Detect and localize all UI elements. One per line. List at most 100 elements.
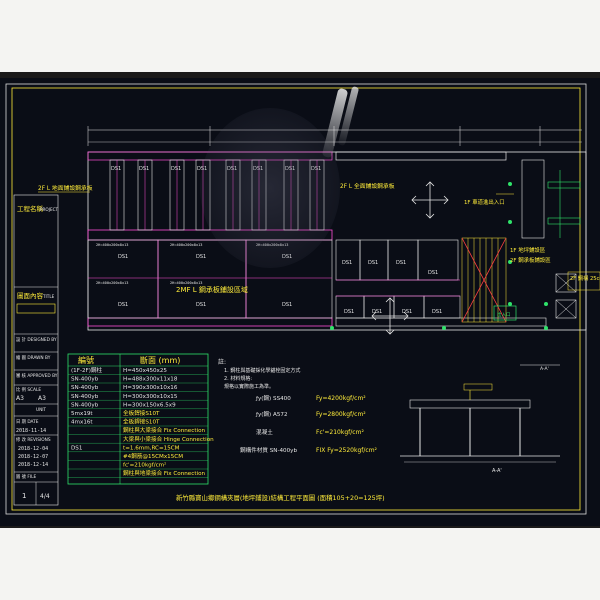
drawing-label-en: TITLE: [42, 294, 55, 299]
legend-row-section: 鋼柱與大梁接合 Fix Connection: [123, 426, 205, 434]
legend-row-section: t=1.6mm,RC=15CM: [123, 445, 180, 451]
svg-text:DS1: DS1: [118, 254, 128, 260]
project-label: 工程名稱: [17, 204, 44, 213]
mid-note: 2MF L 鋼承板鋪設區域: [176, 285, 248, 294]
svg-text:DS1: DS1: [197, 166, 207, 172]
svg-text:DS1: DS1: [111, 166, 121, 172]
legend-row-code: SN-400yb: [71, 377, 99, 383]
svg-text:DS1: DS1: [342, 260, 352, 266]
svg-text:DS1: DS1: [368, 260, 378, 266]
svg-text:DS1: DS1: [171, 166, 181, 172]
revision-3: 2018-12-14: [18, 462, 48, 468]
legend-row-code: SN-400yb: [71, 385, 99, 391]
material-4-value: FIX Fy=2520kgf/cm²: [316, 447, 378, 454]
staircase: [461, 237, 507, 323]
general-notes: 註: 1. 鋼柱與基礎採化學錨栓固定方式 2. 材料規格: 規格以實際施工為準。…: [218, 358, 378, 454]
drawing-label: 圖面內容: [17, 291, 44, 300]
sheet-value: 1: [22, 492, 26, 500]
material-3: 混凝土: [256, 428, 273, 436]
svg-text:DS1: DS1: [282, 302, 292, 308]
svg-text:DS1: DS1: [118, 302, 128, 308]
project-label-en: PROJECT: [40, 207, 59, 212]
svg-text:DS1: DS1: [396, 260, 406, 266]
legend-row-code: 4mx16t: [71, 420, 93, 426]
material-1: ƒy(鋼) SS400: [255, 394, 291, 402]
unit-label: UNIT: [36, 407, 46, 412]
entry-note: 1F 車道進出入口: [464, 198, 505, 206]
revisions-label: 修 改 REVISIONS: [16, 436, 51, 443]
svg-text:DS1: DS1: [139, 166, 149, 172]
svg-text:DS1: DS1: [196, 302, 206, 308]
legend-row-section: H=300x300x10x15: [123, 394, 178, 400]
svg-text:DS1: DS1: [372, 309, 382, 315]
drawing-title-box: [16, 303, 56, 314]
section-detail: A-A': [400, 383, 560, 474]
top-note: 2F L 全面鋪設鋼承板: [340, 182, 395, 190]
elevation-mark: A-A': [540, 366, 549, 372]
svg-text:2H=400x200x8x13: 2H=400x200x8x13: [256, 243, 288, 247]
svg-text:2H=400x200x8x13: 2H=400x200x8x13: [96, 243, 128, 247]
svg-text:DS1: DS1: [253, 166, 263, 172]
legend-row-section: H=450x450x25: [123, 368, 167, 374]
notes-header: 註:: [218, 358, 226, 366]
scale-value-2: A3: [38, 395, 46, 402]
notes-line-1: 1. 鋼柱與基礎採化學錨栓固定方式: [224, 367, 300, 374]
legend-row-section: 鋼柱與地梁接合 Fix Connection: [123, 469, 205, 477]
approved-by-label: 審 核 APPROVED BY: [16, 372, 58, 379]
legend-row-section: H=390x300x10x16: [123, 385, 178, 391]
drawing-frame: [11, 87, 581, 511]
svg-text:DS1: DS1: [196, 254, 206, 260]
scale-value: A3: [16, 395, 24, 402]
cad-screen: 工程名稱 PROJECT 圖面內容 TITLE 設 計 DESIGNED BY …: [0, 78, 600, 526]
right-note-2: 2F 鋼承板鋪設區: [510, 256, 551, 264]
legend-row-code: 5mx19t: [71, 411, 93, 417]
svg-text:DS1: DS1: [402, 309, 412, 315]
legend-row-code: (1F-2F)鋼柱: [71, 366, 103, 374]
notes-line-3: 規格以實際施工為準。: [224, 383, 274, 390]
legend-row-section: #4鋼筋@15CMx15CM: [123, 452, 183, 460]
designed-by-label: 設 計 DESIGNED BY: [16, 336, 57, 343]
svg-text:DS1: DS1: [344, 309, 354, 315]
legend-row-section: 全板銲接S10T: [123, 418, 160, 426]
right-note-1: 1F 地坪鋪設區: [510, 246, 546, 254]
section-label: A-A': [492, 468, 502, 474]
sheet-label: 圖 號 FILE: [16, 473, 36, 480]
legend-row-section: 大梁與小梁接合 Hinge Connection: [123, 435, 214, 443]
cad-drawing: 工程名稱 PROJECT 圖面內容 TITLE 設 計 DESIGNED BY …: [5, 83, 600, 515]
title-block: 工程名稱 PROJECT 圖面內容 TITLE 設 計 DESIGNED BY …: [13, 194, 59, 506]
svg-text:DS1: DS1: [432, 309, 442, 315]
sheet-total: 4/4: [40, 493, 50, 500]
left-note: 2F L 地面鋪設鋼承板: [38, 184, 93, 192]
direction-arrows-lower: [371, 297, 409, 335]
right-note-3: 2F 鋼構 25cm: [570, 274, 600, 282]
legend-col2-header: 斷面 (mm): [140, 355, 180, 365]
svg-text:2H=400x200x8x13: 2H=400x200x8x13: [96, 281, 128, 285]
scale-label: 比 例 SCALE: [16, 386, 41, 393]
drawn-by-label: 繪 圖 DRAWN BY: [16, 354, 51, 361]
material-2: ƒy(鋼) A572: [255, 410, 288, 418]
date-label: 日 期 DATE: [16, 419, 39, 425]
svg-text:DS1: DS1: [227, 166, 237, 172]
legend-row-code: DS1: [71, 445, 83, 451]
legend-row-code: SN-400yb: [71, 394, 99, 400]
legend-col1-header: 編號: [78, 355, 94, 365]
material-4: 鋼構件材質 SN-400yb: [240, 446, 297, 454]
legend-row-section: H=300x150x6.5x9: [123, 402, 176, 408]
svg-text:2H=400x200x8x13: 2H=400x200x8x13: [170, 281, 202, 285]
material-2-value: Fy=2800kgf/cm²: [316, 411, 366, 418]
svg-text:2H=400x200x8x13: 2H=400x200x8x13: [170, 243, 202, 247]
notes-line-2: 2. 材料規格:: [224, 375, 252, 382]
direction-arrows-upper: [411, 181, 449, 219]
revision-1: 2018-12-04: [18, 446, 48, 452]
svg-text:DS1: DS1: [282, 254, 292, 260]
svg-text:DS1: DS1: [311, 166, 321, 172]
svg-text:DS1: DS1: [285, 166, 295, 172]
drawing-caption: 新竹縣寶山鄉鋼構夾層(地坪鋪設)結構工程平面圖 (面積105+20=125坪): [176, 493, 385, 502]
svg-text:DS1: DS1: [428, 270, 438, 276]
revision-2: 2018-12-07: [18, 454, 48, 460]
legend-row-section: H=488x300x11x18: [123, 377, 178, 383]
legend-row-code: SN-400yb: [71, 402, 99, 408]
material-1-value: Fy=4200kgf/cm²: [316, 395, 366, 402]
